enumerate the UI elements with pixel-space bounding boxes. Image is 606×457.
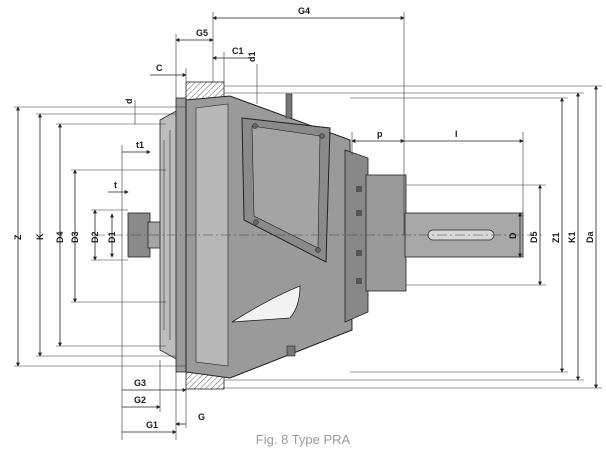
label-G2: G2 (134, 395, 146, 405)
label-Da: Da (585, 231, 595, 243)
label-l: l (455, 129, 458, 139)
label-d1: d1 (247, 51, 257, 62)
top-lug (285, 93, 293, 119)
dimension-labels: G4 G5 C1 C d1 d p l t1 t Z K D4 D3 D2 D1… (13, 6, 595, 430)
label-G5: G5 (196, 28, 208, 38)
label-t: t (114, 180, 117, 190)
label-D2: D2 (90, 231, 100, 243)
label-C: C (156, 63, 163, 73)
label-C1: C1 (232, 46, 244, 56)
label-K: K (35, 233, 45, 240)
label-D3: D3 (70, 231, 80, 243)
gearbox-flange (365, 174, 407, 292)
gearbox-block (344, 149, 369, 323)
label-d: d (124, 99, 134, 105)
label-G3: G3 (134, 378, 146, 388)
coupling-body (127, 81, 524, 390)
label-Z1: Z1 (551, 232, 561, 243)
label-Z: Z (13, 234, 23, 240)
label-D1: D1 (107, 231, 117, 243)
label-G1: G1 (146, 420, 158, 430)
dimension-lines (14, 12, 602, 440)
label-D4: D4 (55, 231, 65, 243)
label-p: p (377, 129, 383, 139)
label-D5: D5 (529, 231, 539, 243)
bottom-lug (286, 345, 296, 357)
label-K1: K1 (567, 231, 577, 243)
lower-vent (231, 285, 301, 323)
label-D: D (508, 232, 518, 239)
figure-caption: Fig. 8 Type PRA (255, 432, 351, 447)
label-G: G (198, 412, 205, 422)
label-t1: t1 (136, 140, 144, 150)
label-G4: G4 (298, 6, 310, 16)
